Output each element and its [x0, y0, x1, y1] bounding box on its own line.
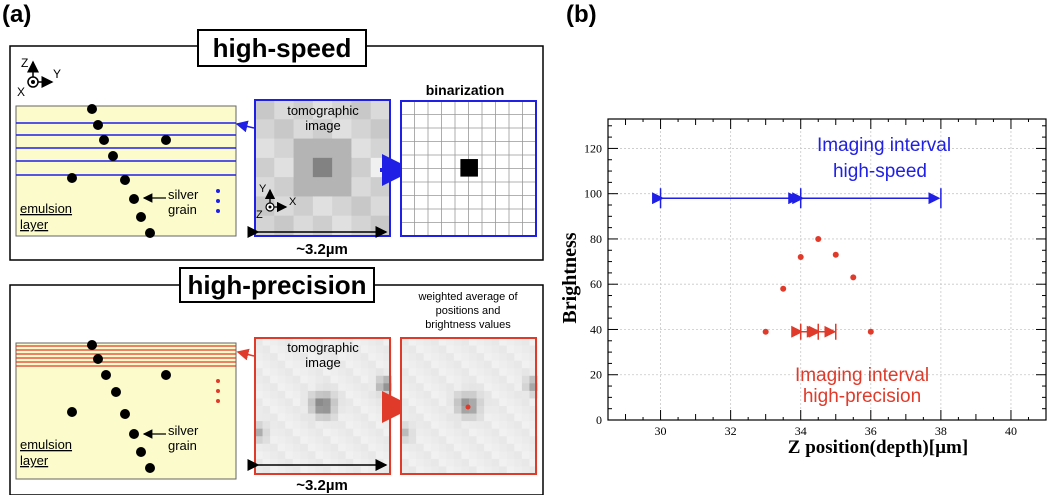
emulsion-layer-hs — [15, 105, 237, 237]
annotation-high-speed-2: high-speed — [833, 161, 927, 182]
centroid-point — [465, 404, 471, 410]
x-tick-label: 30 — [655, 424, 667, 438]
silver-grains-hp — [67, 340, 171, 473]
grain-label-hs: silver — [168, 187, 199, 202]
high-speed-title-box — [197, 29, 367, 67]
binarized-image — [401, 101, 536, 236]
annotation-high-speed-1: Imaging interval — [817, 135, 951, 156]
svg-text:image: image — [305, 355, 340, 370]
svg-text:positions and: positions and — [436, 305, 501, 317]
silver-grains-hs — [67, 104, 171, 238]
panel-a-label: (a) — [2, 1, 31, 28]
svg-text:Y: Y — [53, 67, 61, 81]
axes-icon-image: Y X Z — [256, 183, 297, 221]
annotation-high-precision-1: Imaging interval — [795, 365, 929, 386]
x-tick-label: 36 — [865, 424, 877, 438]
x-tick-label: 40 — [1005, 424, 1017, 438]
scale-label-hp: ~3.2µm — [296, 477, 348, 494]
panel-b-label: (b) — [566, 1, 597, 28]
layer-label-hp: emulsion — [20, 437, 72, 452]
axes-icon-top: Z Y X — [17, 56, 61, 99]
plane-to-image-arrow-hp — [236, 348, 255, 361]
svg-text:brightness values: brightness values — [425, 319, 511, 331]
y-tick-label: 0 — [596, 413, 602, 427]
svg-text:grain: grain — [168, 438, 197, 453]
svg-text:image: image — [305, 118, 340, 133]
scale-label-hs: ~3.2µm — [296, 241, 348, 258]
high-precision-title: high-precision — [187, 270, 366, 300]
svg-text:X: X — [17, 85, 25, 99]
svg-text:layer: layer — [20, 453, 49, 468]
tomo-label-hs: tomographic — [287, 103, 359, 118]
svg-text:X: X — [289, 196, 297, 208]
imaging-planes-hp — [16, 345, 236, 367]
y-tick-label: 80 — [590, 232, 602, 246]
continuation-dots-hs — [216, 189, 220, 213]
layer-label-hs: emulsion — [20, 201, 72, 216]
imaging-planes-hs — [16, 122, 236, 176]
svg-text:Y: Y — [259, 183, 267, 195]
data-point — [797, 254, 804, 261]
x-tick-label: 38 — [935, 424, 947, 438]
binarization-label: binarization — [426, 82, 505, 98]
tomo-label-hp: tomographic — [287, 340, 359, 355]
y-tick-label: 120 — [584, 141, 602, 155]
brightness-chart: 30 32 34 36 38 40 0 20 40 60 80 100 120 — [584, 118, 1047, 438]
y-tick-label: 40 — [590, 322, 602, 336]
x-tick-label: 34 — [795, 424, 807, 438]
high-speed-title: high-speed — [213, 33, 352, 63]
data-point — [815, 235, 822, 242]
annotation-high-precision-2: high-precision — [803, 386, 921, 407]
data-point — [780, 285, 787, 292]
y-tick-label: 20 — [590, 368, 602, 382]
svg-text:Z: Z — [21, 56, 28, 70]
weighted-average-image — [401, 338, 538, 475]
x-tick-label: 32 — [725, 424, 737, 438]
svg-text:grain: grain — [168, 202, 197, 217]
y-tick-label: 60 — [590, 277, 602, 291]
data-point — [832, 251, 839, 258]
svg-text:Z: Z — [256, 209, 263, 221]
svg-text:layer: layer — [20, 217, 49, 232]
tomographic-image-hp — [255, 338, 392, 475]
y-axis-label: Brightness — [559, 232, 581, 323]
data-point — [867, 328, 874, 335]
data-point — [762, 328, 769, 335]
y-tick-label: 100 — [584, 187, 602, 201]
data-point — [850, 274, 857, 281]
x-axis-label: Z position(depth)[µm] — [788, 437, 968, 458]
high-precision-title-box — [179, 267, 375, 303]
plane-to-image-arrow-hs — [235, 120, 255, 133]
plot-frame — [607, 118, 1047, 421]
weighted-average-label: weighted average of — [417, 291, 518, 303]
grain-label-hp: silver — [168, 423, 199, 438]
continuation-dots-hp — [216, 379, 220, 403]
